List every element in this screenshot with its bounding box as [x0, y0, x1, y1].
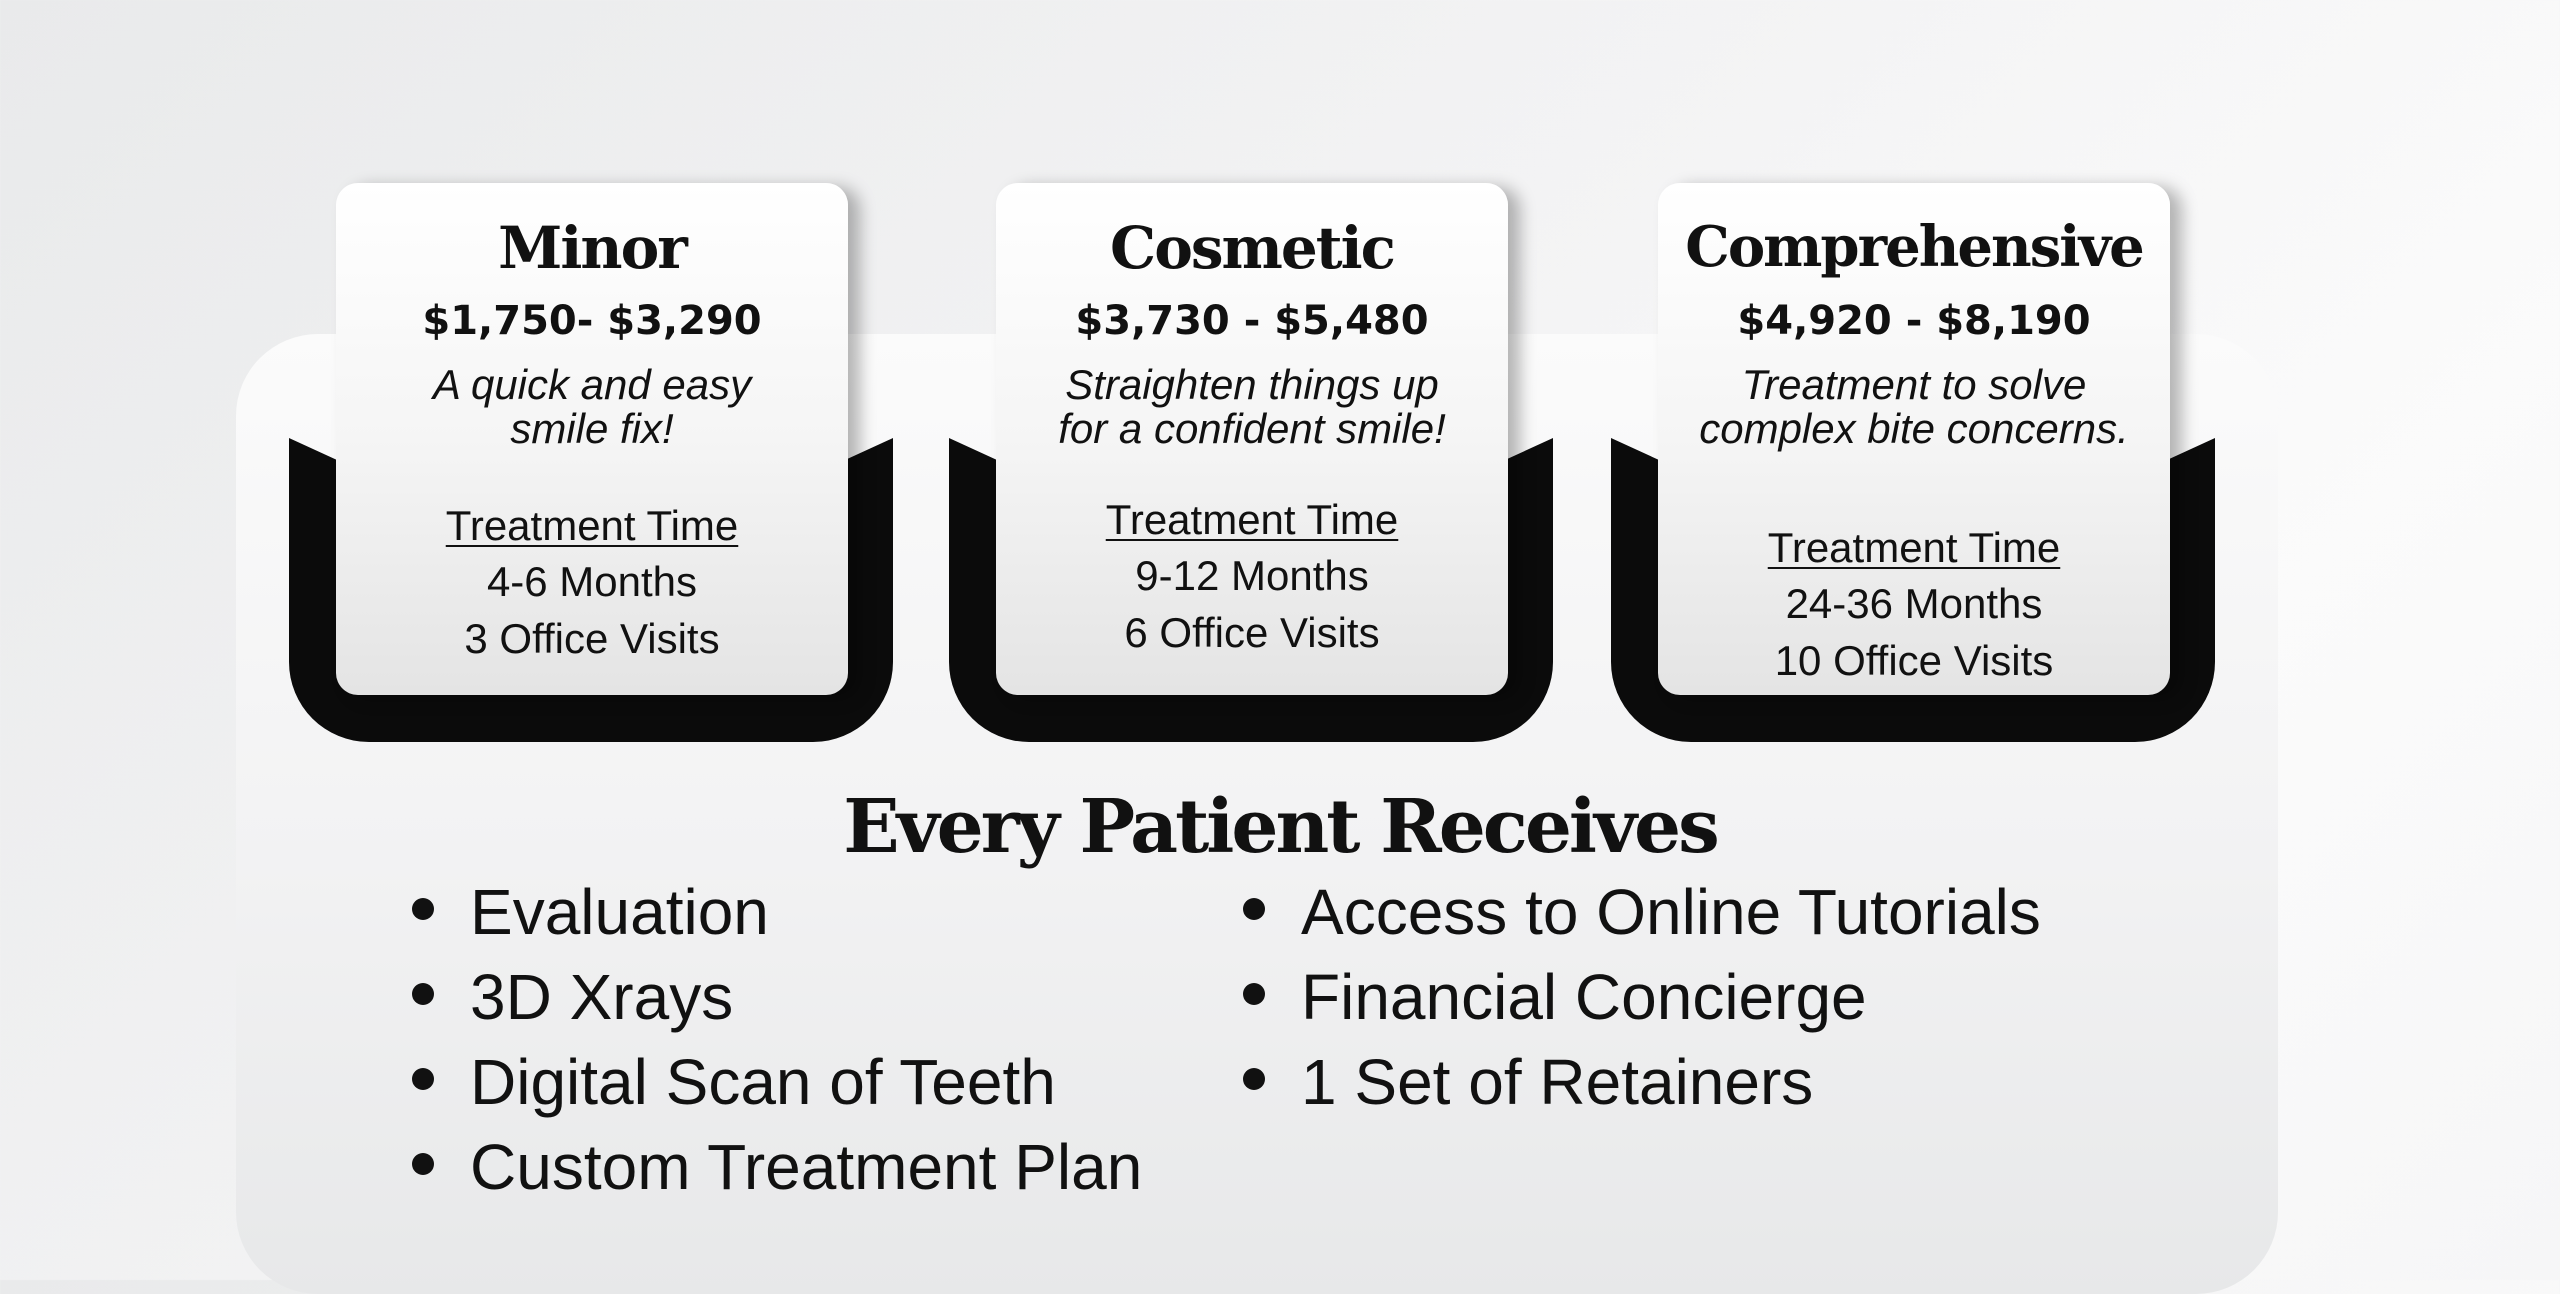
benefit-label: Digital Scan of Teeth [470, 1046, 1056, 1118]
treatment-time-label: Treatment Time [1105, 496, 1399, 543]
benefit-item: Access to Online Tutorials [1243, 880, 2041, 965]
benefit-label: 1 Set of Retainers [1301, 1046, 1814, 1118]
plan-description-line: A quick and easy [432, 361, 752, 408]
plan-duration: 4-6 Months [486, 558, 698, 605]
plan-name: Cosmetic [1110, 214, 1396, 282]
treatment-time-label: Treatment Time [1767, 524, 2061, 571]
benefit-label: Custom Treatment Plan [470, 1131, 1143, 1203]
plan-description: A quick and easy smile fix! [346, 363, 838, 451]
bullet-icon [1243, 898, 1265, 920]
plan-price: $4,920 - $8,190 [1737, 298, 2091, 344]
treatment-time-label: Treatment Time [445, 502, 739, 549]
benefit-item: Custom Treatment Plan [412, 1135, 1142, 1220]
plan-price: $1,750- $3,290 [422, 298, 762, 344]
benefit-label: Access to Online Tutorials [1301, 876, 2041, 948]
plan-visits: 6 Office Visits [1124, 609, 1380, 656]
plan-description-line: complex bite concerns. [1699, 405, 2129, 452]
plan-description-line: Straighten things up [1065, 361, 1439, 408]
plan-price: $3,730 - $5,480 [1075, 298, 1429, 344]
benefit-label: Evaluation [470, 876, 769, 948]
plan-duration: 24-36 Months [1785, 580, 2043, 627]
plan-card-comprehensive: Comprehensive $4,920 - $8,190 Treatment … [1658, 183, 2170, 695]
plan-description: Treatment to solve complex bite concerns… [1662, 363, 2166, 451]
bullet-icon [412, 898, 434, 920]
bullet-icon [412, 1068, 434, 1090]
bullet-icon [412, 1153, 434, 1175]
plan-description-line: smile fix! [510, 405, 674, 452]
plan-visits: 3 Office Visits [464, 615, 720, 662]
benefit-item: Evaluation [412, 880, 1142, 965]
benefit-item: 1 Set of Retainers [1243, 1050, 2041, 1135]
benefit-label: 3D Xrays [470, 961, 734, 1033]
bullet-icon [412, 983, 434, 1005]
plan-visits: 10 Office Visits [1774, 637, 2054, 684]
benefit-item: Digital Scan of Teeth [412, 1050, 1142, 1135]
plan-card-cosmetic: Cosmetic $3,730 - $5,480 Straighten thin… [996, 183, 1508, 695]
bullet-icon [1243, 1068, 1265, 1090]
plan-duration: 9-12 Months [1135, 552, 1369, 599]
plan-name: Minor [498, 214, 688, 282]
benefits-list-left: Evaluation 3D Xrays Digital Scan of Teet… [412, 880, 1142, 1220]
benefit-item: Financial Concierge [1243, 965, 2041, 1050]
benefit-item: 3D Xrays [412, 965, 1142, 1050]
plan-description-line: Treatment to solve [1741, 361, 2087, 408]
benefit-label: Financial Concierge [1301, 961, 1867, 1033]
benefits-list-right: Access to Online Tutorials Financial Con… [1243, 880, 2041, 1135]
plan-description-line: for a confident smile! [1058, 405, 1446, 452]
bullet-icon [1243, 983, 1265, 1005]
plan-name: Comprehensive [1685, 214, 2145, 280]
plan-card-minor: Minor $1,750- $3,290 A quick and easy sm… [336, 183, 848, 695]
benefits-title: Every Patient Receives [843, 784, 1720, 870]
plan-description: Straighten things up for a confident smi… [1006, 363, 1498, 451]
